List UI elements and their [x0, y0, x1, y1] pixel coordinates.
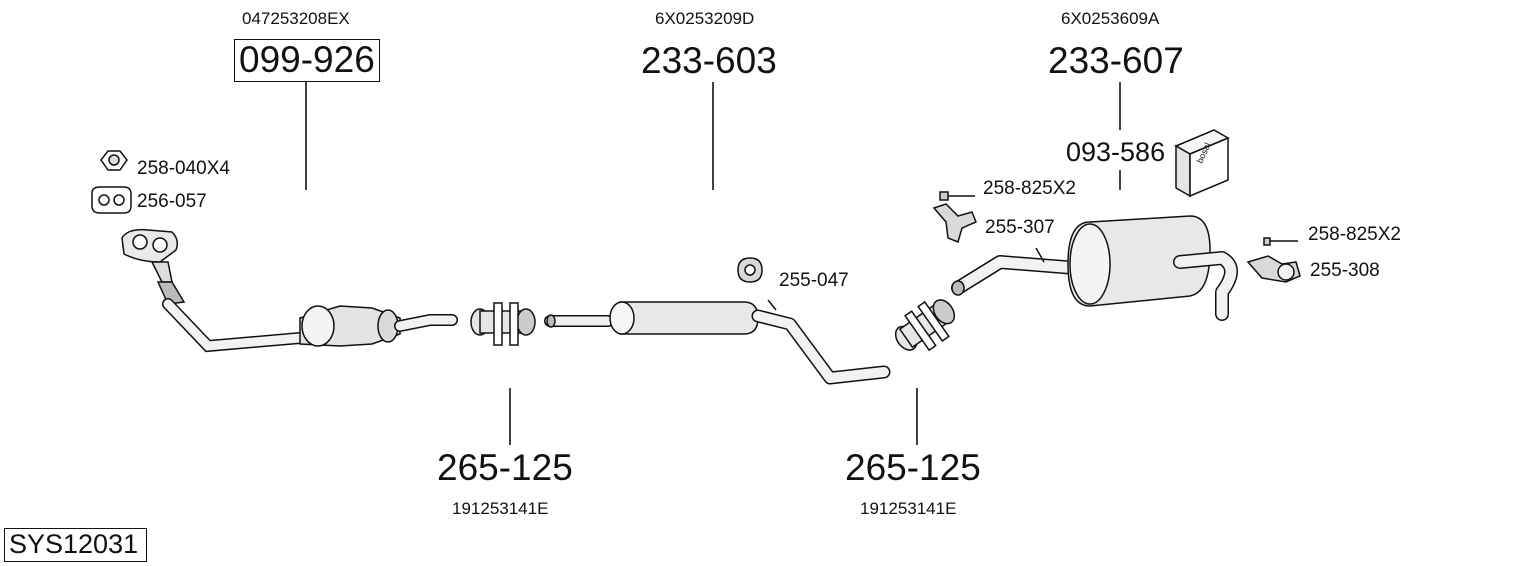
part-bottom-1: 265-125 — [437, 447, 573, 488]
system-code: SYS12031 — [4, 528, 148, 562]
part-top-3: 233-607 — [1048, 40, 1184, 81]
part-rear-bracket-right: 255-308 — [1310, 260, 1380, 281]
fitting-kit-box-icon: bosal — [1174, 129, 1230, 198]
part-rear-bolt-left: 258-825X2 — [983, 178, 1076, 199]
part-rear-bolt-right: 258-825X2 — [1308, 224, 1401, 245]
rear-silencer — [951, 215, 1238, 321]
part-rear-bracket-left: 255-307 — [985, 217, 1055, 238]
middle-silencer — [544, 299, 891, 385]
part-top-2: 233-603 — [641, 40, 777, 81]
clamp-right-icon — [894, 299, 956, 352]
bolt-icon — [939, 191, 975, 201]
part-top-1: 099-926 — [234, 39, 380, 82]
gasket-icon — [91, 186, 132, 214]
clamp-left-icon — [470, 302, 536, 346]
hex-nut-icon — [100, 150, 128, 171]
bracket-right-icon — [1246, 255, 1301, 283]
part-nut: 258-040X4 — [137, 158, 230, 179]
part-gasket: 256-057 — [137, 191, 207, 212]
front-pipe-catalytic-converter — [121, 228, 458, 353]
oem-bottom-2: 191253141E — [860, 499, 957, 518]
part-fitting-kit: 093-586 — [1066, 137, 1166, 167]
part-mid-hanger: 255-047 — [779, 270, 849, 291]
oem-top-2: 6X0253209D — [655, 9, 755, 28]
bracket-left-icon — [932, 203, 977, 244]
rubber-hanger-icon — [737, 257, 763, 283]
oem-top-1: 047253208EX — [242, 9, 350, 28]
part-bottom-2: 265-125 — [845, 447, 981, 488]
oem-top-3: 6X0253609A — [1061, 9, 1160, 28]
bolt-right-icon — [1263, 237, 1298, 246]
oem-bottom-1: 191253141E — [452, 499, 549, 518]
